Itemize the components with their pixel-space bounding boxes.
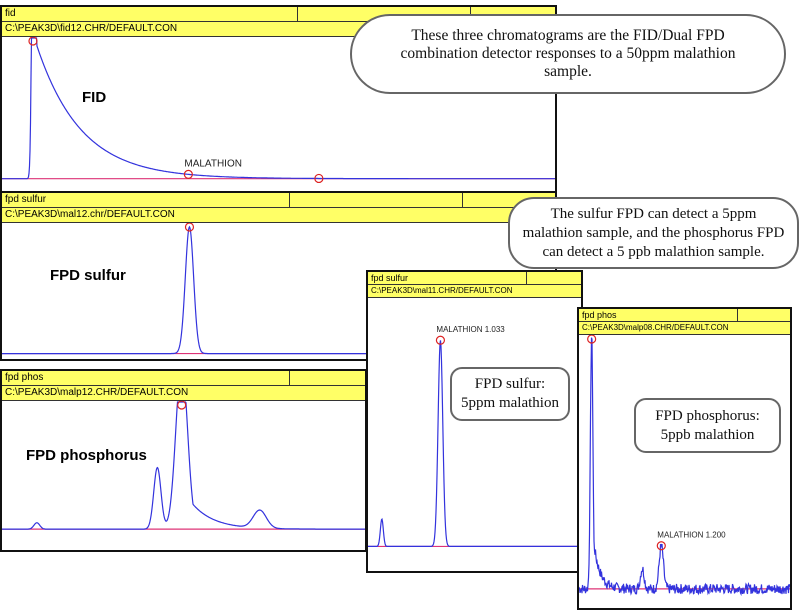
chromatogram-svg: MALATHION: [2, 37, 555, 184]
peak-label: MALATHION: [184, 158, 242, 169]
peak-marker: [435, 335, 446, 345]
peak-marker: [183, 169, 193, 179]
callout-phos-5ppb: FPD phosphorus: 5ppb malathion: [634, 398, 781, 453]
trace-line: [368, 340, 581, 547]
plot-area: MALATHION: [2, 401, 365, 550]
title-bar: fpd phos: [2, 371, 365, 386]
panel-title: fpd sulfur: [5, 194, 47, 205]
title-bar: fpd phos: [579, 309, 790, 322]
path-bar: C:\PEAK3D\malp08.CHR/DEFAULT.CON: [579, 322, 790, 335]
trace-line: [579, 337, 790, 597]
chromatogram-fpd-sulfur-5ppm: fpd sulfur C:\PEAK3D\mal11.CHR/DEFAULT.C…: [366, 270, 583, 573]
path-bar: C:\PEAK3D\mal12.chr/DEFAULT.CON: [2, 208, 555, 223]
path-bar: C:\PEAK3D\mal11.CHR/DEFAULT.CON: [368, 285, 581, 298]
peak-label: MALATHION 1.033: [436, 325, 505, 334]
peak-marker: [28, 37, 38, 46]
peak-marker: [177, 401, 187, 410]
chromatogram-svg: MALATHION 1.033: [368, 325, 581, 548]
peak-marker: [587, 335, 597, 344]
file-path: C:\PEAK3D\fid12.CHR/DEFAULT.CON: [5, 23, 178, 34]
chromatogram-fpd-phos-5ppb: fpd phos C:\PEAK3D\malp08.CHR/DEFAULT.CO…: [577, 307, 792, 610]
title-bar: fpd sulfur: [368, 272, 581, 285]
detector-label: FID: [82, 89, 107, 106]
file-path: C:\PEAK3D\malp08.CHR/DEFAULT.CON: [582, 323, 729, 332]
detector-label: FPD sulfur: [50, 267, 126, 284]
callout-main: These three chromatograms are the FID/Du…: [350, 14, 786, 94]
trace-line: [2, 401, 365, 530]
panel-title: fpd sulfur: [371, 273, 409, 283]
file-path: C:\PEAK3D\mal11.CHR/DEFAULT.CON: [371, 286, 513, 295]
panel-title: fpd phos: [5, 372, 44, 383]
plot-area: MALATHION 1.200: [579, 335, 790, 608]
callout-detection-limits: The sulfur FPD can detect a 5ppm malathi…: [508, 197, 799, 269]
file-path: C:\PEAK3D\mal12.chr/DEFAULT.CON: [5, 209, 175, 220]
peak-marker: [184, 223, 195, 232]
path-bar: C:\PEAK3D\malp12.CHR/DEFAULT.CON: [2, 386, 365, 401]
file-path: C:\PEAK3D\malp12.CHR/DEFAULT.CON: [5, 387, 189, 398]
peak-marker: [314, 173, 324, 184]
panel-title: fid: [5, 8, 16, 19]
panel-title: fpd phos: [582, 310, 617, 320]
chromatogram-svg: MALATHION: [2, 401, 365, 530]
peak-marker: [656, 541, 666, 551]
chromatogram-svg: MALATHION 1.200: [579, 335, 790, 597]
callout-sulfur-5ppm: FPD sulfur: 5ppm malathion: [450, 367, 570, 421]
trace-line: [2, 37, 555, 180]
peak-label: MALATHION 1.200: [657, 531, 726, 540]
detector-label: FPD phosphorus: [26, 447, 147, 464]
plot-area: MALATHION 1.033: [368, 298, 581, 571]
plot-area: MALATHION: [2, 37, 555, 191]
title-bar: fpd sulfur: [2, 193, 555, 208]
chromatogram-fpd-phos: fpd phos C:\PEAK3D\malp12.CHR/DEFAULT.CO…: [0, 369, 367, 552]
